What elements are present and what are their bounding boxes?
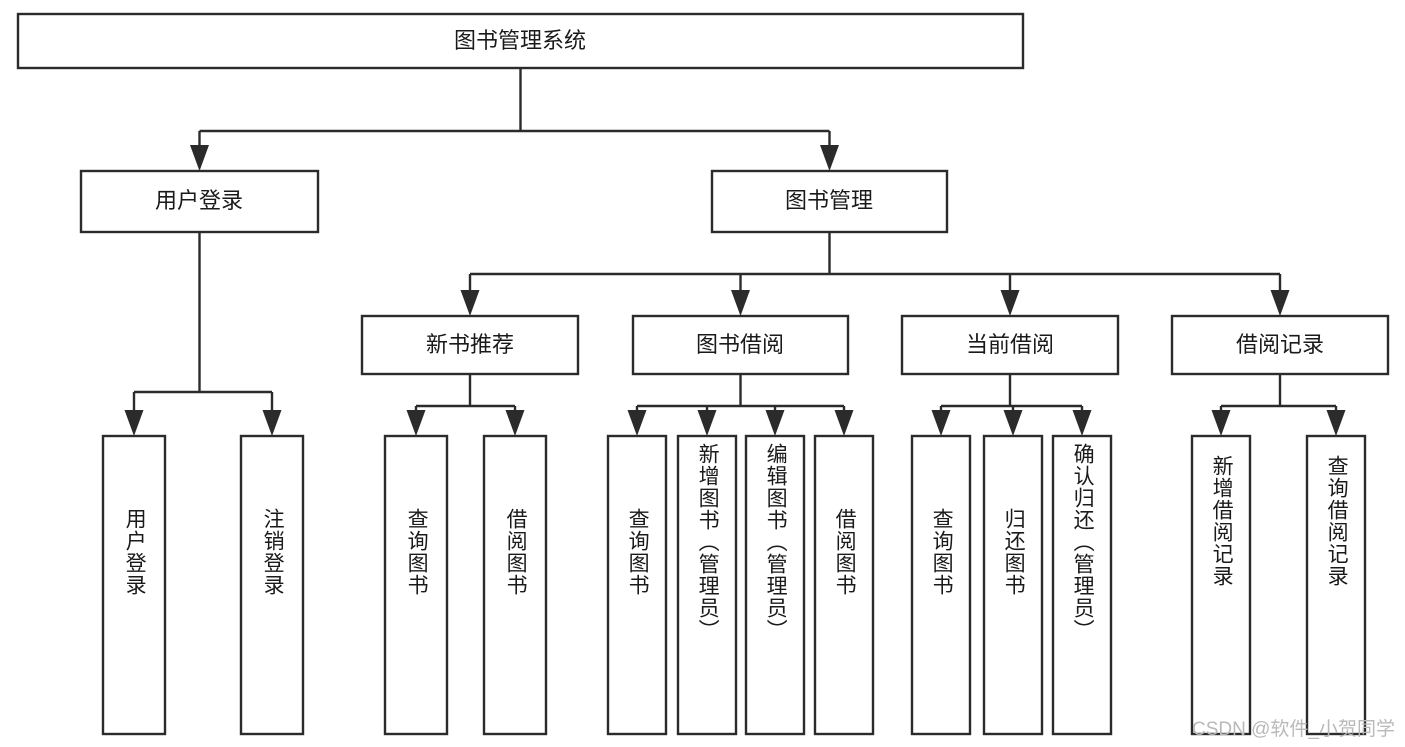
connector-userlogin-to-leaves	[124, 232, 282, 436]
leaf-box-user-login-1[interactable]	[239, 434, 305, 736]
connector-borrowrecord-to-leaves	[1211, 374, 1346, 436]
leaf-box-book-borrow-0[interactable]	[606, 434, 668, 736]
node-current-borrow-label: 当前借阅	[966, 332, 1054, 357]
connector-bookborrow-to-leaves	[627, 374, 854, 436]
node-borrow-record-label: 借阅记录	[1236, 332, 1324, 357]
leaf-box-book-borrow-2[interactable]	[744, 434, 806, 736]
leaf-box-borrow-record-1[interactable]	[1305, 434, 1367, 736]
leaf-box-user-login-0[interactable]	[101, 434, 167, 736]
node-current-borrow-box[interactable]	[900, 314, 1120, 376]
node-new-book-recommend-box[interactable]	[360, 314, 580, 376]
node-user-login-box[interactable]	[79, 169, 320, 234]
node-new-book-recommend-label: 新书推荐	[426, 332, 514, 357]
leaf-box-new-book-1[interactable]	[482, 434, 548, 736]
leaf-box-new-book-0[interactable]	[383, 434, 449, 736]
connector-newbook-to-leaves	[406, 374, 525, 436]
node-root-label: 图书管理系统	[454, 28, 586, 53]
leaf-box-borrow-record-0[interactable]	[1190, 434, 1252, 736]
node-root-box[interactable]	[16, 12, 1025, 70]
node-book-manage-label: 图书管理	[785, 188, 873, 213]
connector-root-to-level2	[190, 68, 839, 171]
leaf-box-current-borrow-0[interactable]	[910, 434, 972, 736]
connector-bookmanage-to-level3	[460, 232, 1290, 316]
leaf-box-current-borrow-1[interactable]	[982, 434, 1044, 736]
watermark-text: CSDN @软件_小贺同学	[1192, 719, 1395, 740]
leaf-box-current-borrow-2[interactable]	[1051, 434, 1113, 736]
leaf-box-book-borrow-1[interactable]	[676, 434, 738, 736]
connector-currentborrow-to-leaves	[931, 374, 1092, 436]
node-book-borrow-label: 图书借阅	[696, 332, 784, 357]
node-user-login-label: 用户登录	[155, 188, 243, 213]
leaf-box-book-borrow-3[interactable]	[813, 434, 875, 736]
